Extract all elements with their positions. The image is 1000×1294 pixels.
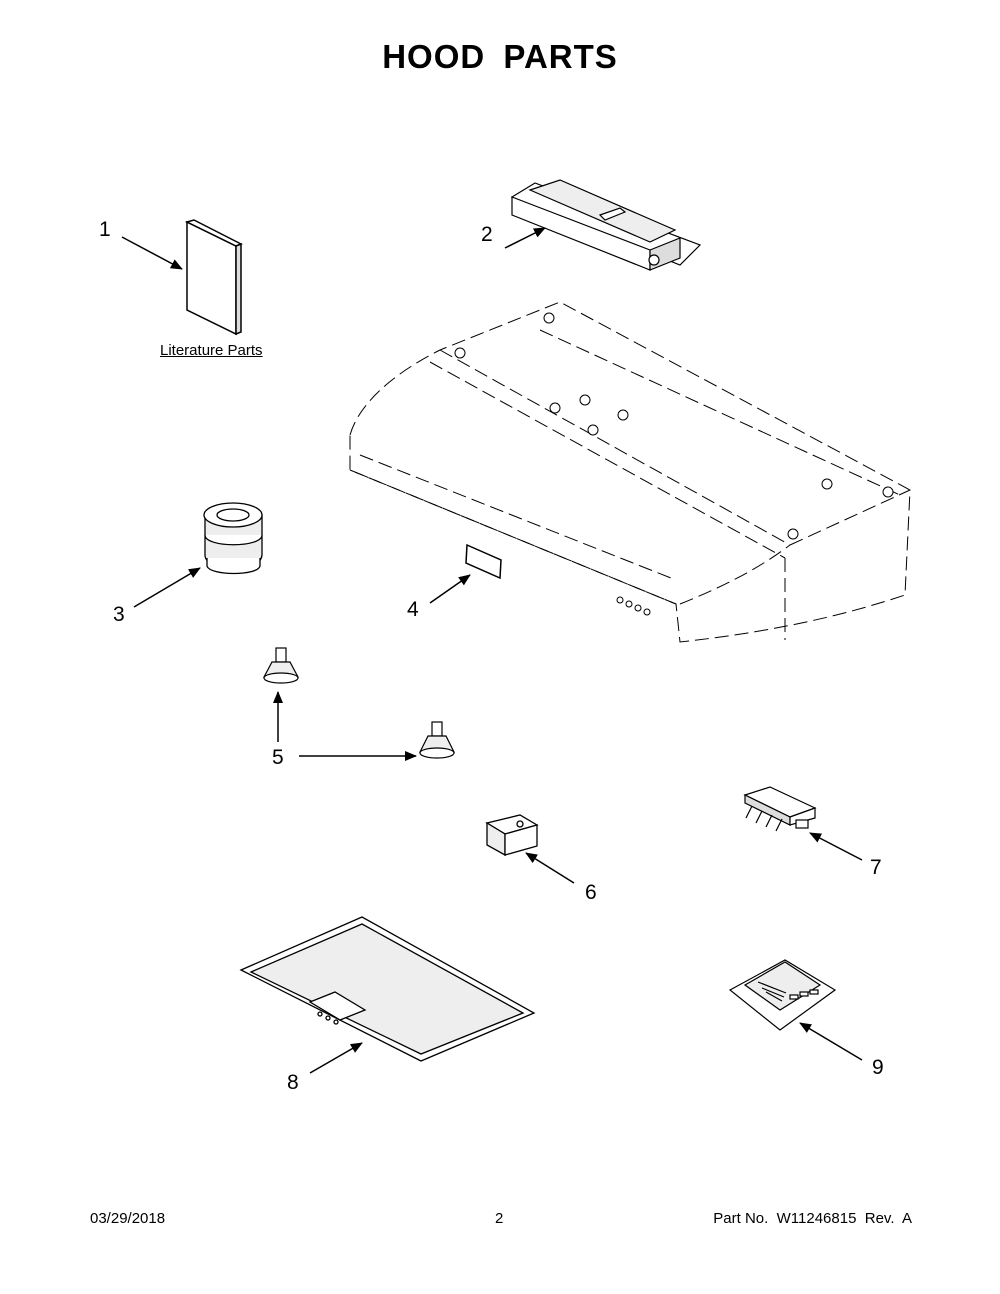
control-overlay-part[interactable] — [728, 959, 837, 1031]
switch-part[interactable] — [743, 786, 817, 832]
literature-parts-label: Literature Parts — [160, 342, 263, 359]
hood-body-outline — [349, 301, 911, 643]
callout-4: 4 — [407, 598, 419, 621]
capacitor-part[interactable] — [485, 814, 539, 857]
callout-8: 8 — [287, 1071, 299, 1094]
light-bulb-part[interactable] — [419, 721, 455, 759]
damper-duct-part[interactable] — [510, 179, 702, 271]
grease-filter-part[interactable] — [239, 916, 536, 1062]
callout-1: 1 — [99, 218, 111, 241]
callout-2: 2 — [481, 223, 493, 246]
callout-6: 6 — [585, 881, 597, 904]
callout-9: 9 — [872, 1056, 884, 1079]
leader-arrows — [121, 227, 863, 1074]
callout-7: 7 — [870, 856, 882, 879]
callout-5: 5 — [272, 746, 284, 769]
hood-holes — [454, 312, 894, 616]
page-title: HOOD PARTS — [382, 38, 618, 75]
footer-date: 03/29/2018 — [90, 1210, 166, 1227]
footer-page-number: 2 — [495, 1210, 504, 1227]
rating-label-part[interactable] — [465, 543, 502, 580]
footer-part-number: Part No. W11246815 Rev. A — [713, 1210, 912, 1227]
literature-book-part[interactable] — [184, 219, 243, 336]
callout-3: 3 — [113, 603, 125, 626]
blower-motor-part[interactable] — [203, 502, 263, 575]
light-bulb-part[interactable] — [263, 647, 299, 684]
